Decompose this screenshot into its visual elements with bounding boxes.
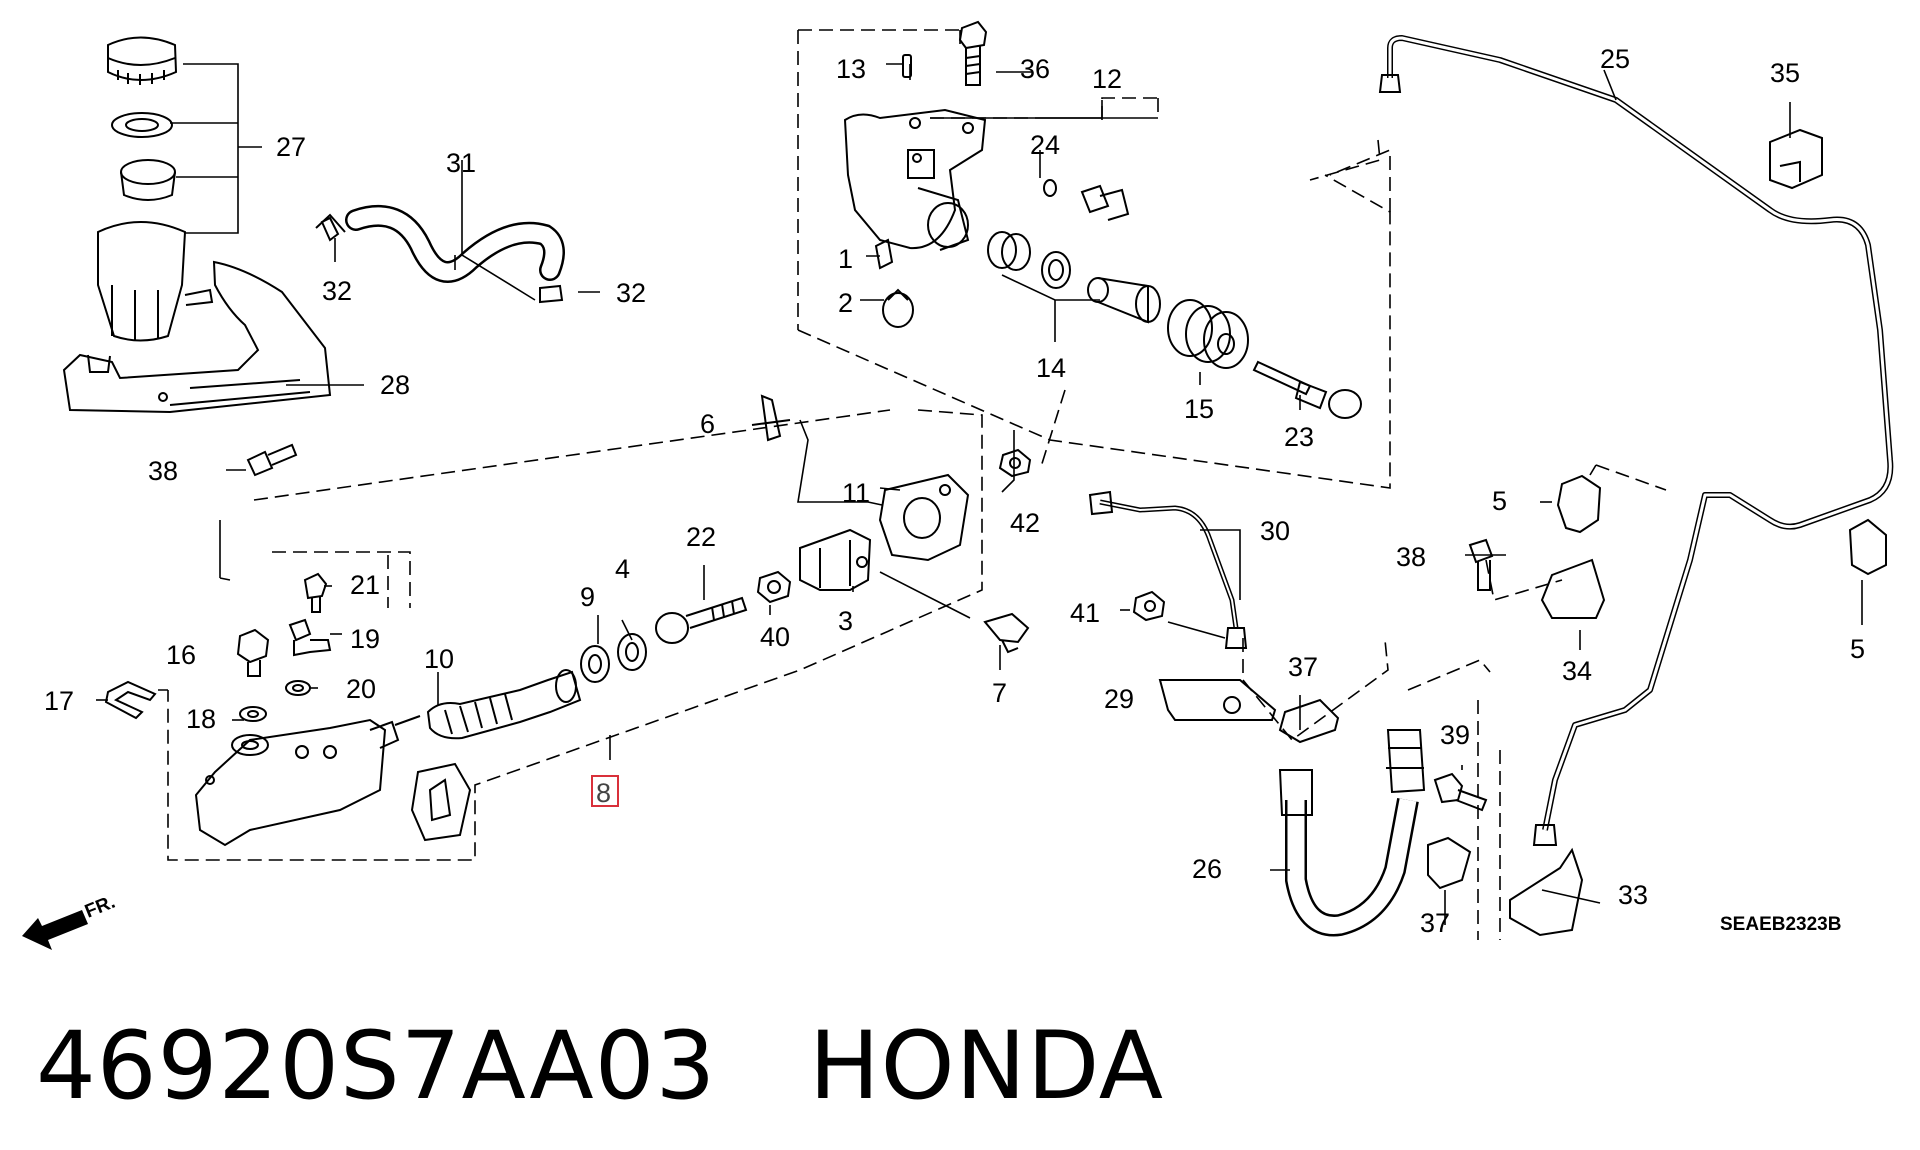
boot-icon <box>1167 299 1249 369</box>
callout-21: 21 <box>350 570 380 600</box>
master-cylinder-body-icon <box>194 715 421 847</box>
callout-31: 31 <box>446 148 476 178</box>
callout-15: 15 <box>1184 394 1214 424</box>
callout-22: 22 <box>686 522 716 552</box>
callout-32a: 32 <box>322 276 352 306</box>
callout-20: 20 <box>346 674 376 704</box>
pushrod-icon <box>655 596 748 644</box>
clevis-icon <box>799 528 872 591</box>
reservoir-bracket-icon <box>62 260 332 414</box>
nut-icon <box>1132 590 1166 622</box>
part-number: 46920S7AA03 <box>36 1012 717 1121</box>
clip-icon <box>104 680 157 720</box>
callout-4: 4 <box>615 554 630 584</box>
callout-39: 39 <box>1440 720 1470 750</box>
callout-28: 28 <box>380 370 410 400</box>
reservoir-tank-icon <box>97 221 214 342</box>
pushrod-icon <box>1252 360 1362 419</box>
callout-13: 13 <box>836 54 866 84</box>
callout-27: 27 <box>276 132 306 162</box>
callout-19: 19 <box>350 624 380 654</box>
reservoir-seal-icon <box>111 112 176 201</box>
callout-8: 8 <box>596 778 611 808</box>
clutch-pipe-icon <box>1378 35 1894 846</box>
callout-41: 41 <box>1070 598 1100 628</box>
callout-34: 34 <box>1562 656 1592 686</box>
seal-ring-icon <box>580 633 647 683</box>
union-bolt-icon <box>288 618 332 657</box>
front-arrow-icon: FR. <box>22 892 118 950</box>
group-boundaries <box>158 29 1667 940</box>
callout-36: 36 <box>1020 54 1050 84</box>
callout-10: 10 <box>424 644 454 674</box>
callout-9: 9 <box>580 582 595 612</box>
piston-assembly-icon <box>426 669 582 740</box>
washer-icon <box>239 680 311 722</box>
callout-2: 2 <box>838 288 853 318</box>
clip-icon <box>1278 698 1472 890</box>
callout-12: 12 <box>1092 64 1122 94</box>
bolt-icon <box>958 20 988 86</box>
callout-14: 14 <box>1036 353 1066 383</box>
callout-26: 26 <box>1192 854 1222 884</box>
piston-icon <box>1087 277 1161 324</box>
pipe-clip-icon <box>1556 128 1887 576</box>
callout-33: 33 <box>1618 880 1648 910</box>
bracket-icon <box>1158 558 1606 937</box>
callout-42: 42 <box>1010 508 1040 538</box>
bolt-icon <box>1433 538 1494 812</box>
leader-lines <box>96 63 1863 925</box>
footer: 46920S7AA03 HONDA <box>36 1012 1164 1121</box>
callout-16: 16 <box>166 640 196 670</box>
stud-icon <box>983 612 1030 654</box>
bleeder-cap-icon <box>882 288 914 328</box>
callout-5a: 5 <box>1492 486 1507 516</box>
fitting-icon <box>236 628 270 677</box>
callout-3: 3 <box>838 606 853 636</box>
piston-seal-icon <box>987 231 1071 289</box>
callout-17: 17 <box>44 686 74 716</box>
callout-29: 29 <box>1104 684 1134 714</box>
bleeder-icon <box>874 184 1130 270</box>
nut-icon <box>998 448 1032 478</box>
callout-1: 1 <box>838 244 853 274</box>
oring-icon <box>1043 179 1057 197</box>
master-cylinder-gasket-icon <box>410 762 472 842</box>
slave-cylinder-body-icon <box>843 108 987 251</box>
callout-32b: 32 <box>616 278 646 308</box>
clip-icon <box>751 394 791 442</box>
nut-icon <box>756 570 792 604</box>
callout-18: 18 <box>186 704 216 734</box>
bolt-icon <box>246 443 298 477</box>
diagram-code: SEAEB2323B <box>1720 914 1841 935</box>
callout-25: 25 <box>1600 44 1630 74</box>
gasket-plate-icon <box>878 473 970 562</box>
callout-11: 11 <box>842 478 870 508</box>
callout-7: 7 <box>992 678 1007 708</box>
reservoir-cap-icon <box>107 36 178 85</box>
callout-37a: 37 <box>1288 652 1318 682</box>
hose-clip-icon <box>315 213 564 304</box>
highlight-box <box>591 775 619 807</box>
callouts: 1 2 3 4 5 5 6 7 8 9 10 11 12 13 14 15 16… <box>44 44 1865 938</box>
direction-label: FR. <box>82 892 118 923</box>
callout-24: 24 <box>1030 130 1060 160</box>
callout-37b: 37 <box>1420 908 1450 938</box>
line-30-icon <box>1088 490 1248 649</box>
brand-name: HONDA <box>808 1012 1165 1121</box>
callout-30: 30 <box>1260 516 1290 546</box>
callout-38a: 38 <box>148 456 178 486</box>
footer-spacer <box>716 1012 809 1121</box>
pin-icon <box>902 54 912 78</box>
callout-40: 40 <box>760 622 790 652</box>
callout-5b: 5 <box>1850 634 1865 664</box>
screw-icon <box>303 572 328 613</box>
callout-38b: 38 <box>1396 542 1426 572</box>
callout-35: 35 <box>1770 58 1800 88</box>
callout-6: 6 <box>700 409 715 439</box>
flex-hose-icon <box>1278 729 1426 937</box>
callout-23: 23 <box>1284 422 1314 452</box>
